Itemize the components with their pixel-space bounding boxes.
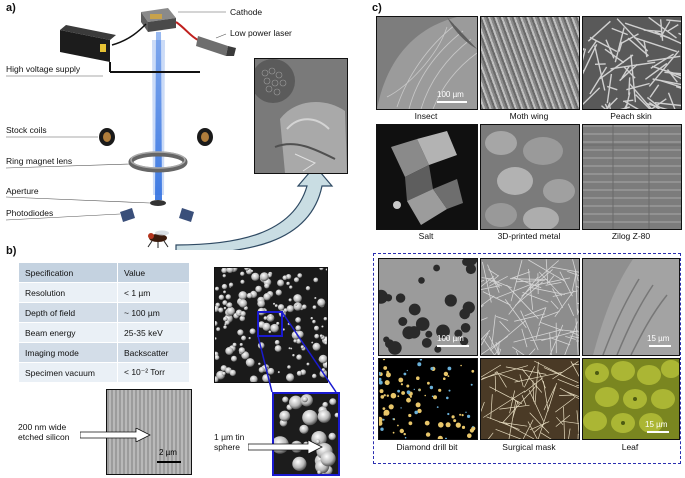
mask-optical-texture xyxy=(481,360,579,439)
insect-scale-bar xyxy=(437,101,467,103)
silicon-scale-text: 2 µm xyxy=(159,448,177,457)
cathode-label: Cathode xyxy=(230,7,263,17)
tin-spheres-texture xyxy=(215,268,327,382)
spec-table-header: Specification Value xyxy=(18,262,190,283)
spec-cell: Resolution xyxy=(18,282,118,303)
spec-row: Resolution < 1 µm xyxy=(18,282,190,303)
panel-b-label: b) xyxy=(6,245,17,257)
moth-wing-sem-image xyxy=(480,16,580,110)
spec-header-cell: Value xyxy=(117,262,190,283)
silicon-label-line1: 200 nm wide xyxy=(18,422,67,432)
insect-sem-image: 100 µm xyxy=(376,16,478,110)
tin-spheres-sem-image xyxy=(214,267,328,383)
spec-cell: < 1 µm xyxy=(117,282,190,303)
spec-table: Specification Value Resolution < 1 µm De… xyxy=(18,262,190,383)
moth-wing-caption: Moth wing xyxy=(509,111,549,121)
leaf-caption: Leaf xyxy=(621,442,639,452)
mask-sem-image xyxy=(480,258,580,356)
photodiode-right xyxy=(179,208,194,222)
tin-zoom-texture xyxy=(274,394,338,474)
zoom-arrow xyxy=(175,165,334,250)
panel-c-label: c) xyxy=(372,2,382,14)
spec-row: Depth of field ~ 100 µm xyxy=(18,302,190,323)
fibre-scale-bar xyxy=(649,345,671,347)
peach-skin-sem-image xyxy=(582,16,682,110)
spec-cell: Imaging mode xyxy=(18,342,118,363)
photodiodes-label: Photodiodes xyxy=(6,208,54,218)
panel-a-apparatus xyxy=(5,8,334,250)
spec-header-cell: Specification xyxy=(18,262,118,283)
laser-module xyxy=(175,21,236,56)
mask-optical-image xyxy=(480,358,580,440)
diamond-scale-bar xyxy=(437,345,469,347)
mask-fibre-texture xyxy=(481,259,579,355)
panel-a-label: a) xyxy=(6,2,16,14)
insect-caption: Insect xyxy=(414,111,438,121)
stock-coils-label: Stock coils xyxy=(6,125,47,135)
fibre-scale-text: 15 µm xyxy=(647,334,670,343)
printed-metal-caption: 3D-printed metal xyxy=(497,231,561,241)
tin-pointer-arrow xyxy=(248,440,323,454)
spec-cell: Depth of field xyxy=(18,302,118,323)
stock-coil-right xyxy=(197,128,213,146)
tin-zoom-image xyxy=(272,392,340,476)
fly-specimen xyxy=(147,230,169,248)
printed-metal-sem-image xyxy=(480,124,580,230)
electron-beam xyxy=(155,32,162,200)
diamond-scale-text: 100 µm xyxy=(437,334,464,343)
cathode-box xyxy=(141,8,176,32)
salt-caption: Salt xyxy=(418,231,434,241)
silicon-scale-bar xyxy=(157,461,181,463)
peach-texture xyxy=(583,17,681,109)
leaf-scale-bar xyxy=(647,431,669,433)
spec-cell: Backscatter xyxy=(117,342,190,363)
laser-label: Low power laser xyxy=(230,28,292,38)
silicon-pointer-arrow xyxy=(80,428,151,442)
aperture-label: Aperture xyxy=(6,186,39,196)
silicon-label-line2: etched silicon xyxy=(18,432,70,442)
insect-scale-text: 100 µm xyxy=(437,90,464,99)
salt-sem-image xyxy=(376,124,478,230)
photodiode-left xyxy=(120,208,135,222)
spec-cell: ~ 100 µm xyxy=(117,302,190,323)
diamond-sem-image: 100 µm xyxy=(378,258,478,356)
zilog-sem-image xyxy=(582,124,682,230)
zilog-caption: Zilog Z-80 xyxy=(611,231,651,241)
peach-skin-caption: Peach skin xyxy=(610,111,652,121)
spec-row: Specimen vacuum < 10⁻² Torr xyxy=(18,362,190,383)
leaf-scale-text: 15 µm xyxy=(645,420,668,429)
hv-supply-label: High voltage supply xyxy=(6,64,81,74)
tin-label-line2: sphere xyxy=(214,442,240,452)
diamond-optical-image xyxy=(378,358,478,440)
fly-sem-inset xyxy=(254,58,348,174)
stock-coil-left xyxy=(99,128,115,146)
spec-row: Imaging mode Backscatter xyxy=(18,342,190,363)
high-voltage-supply xyxy=(60,25,116,62)
leaf-optical-image: 15 µm xyxy=(582,358,680,440)
zoom-lines xyxy=(257,311,337,393)
aperture-disc xyxy=(150,200,166,206)
ring-magnet-label: Ring magnet lens xyxy=(6,156,73,166)
spec-cell: 25-35 keV xyxy=(117,322,190,343)
spec-cell: < 10⁻² Torr xyxy=(117,362,190,383)
diamond-sem-texture xyxy=(379,259,477,355)
tin-label-line1: 1 µm tin xyxy=(214,432,245,442)
mask-caption: Surgical mask xyxy=(502,442,556,452)
optical-comparison-box xyxy=(373,253,681,464)
leaf-sem-image: 15 µm xyxy=(582,258,680,356)
diamond-caption: Diamond drill bit xyxy=(396,442,458,452)
diamond-optical-texture xyxy=(379,359,476,439)
spec-row: Beam energy 25-35 keV xyxy=(18,322,190,343)
spec-cell: Beam energy xyxy=(18,322,118,343)
spec-cell: Specimen vacuum xyxy=(18,362,118,383)
